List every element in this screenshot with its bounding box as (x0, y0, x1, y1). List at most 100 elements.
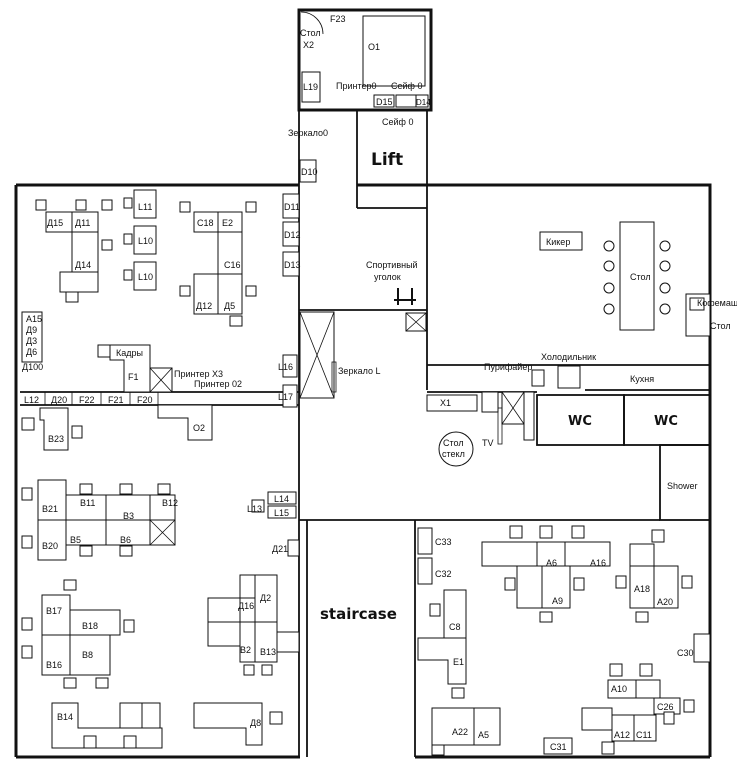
label-c11: C11 (636, 730, 652, 740)
b-cluster-middle: B21 B11 B12 B3 B20 B5 B6 L13 L14 L15 Д21 (21, 479, 300, 561)
label-b6: B6 (120, 535, 131, 545)
label-b20: B20 (42, 541, 58, 551)
label-lift: Lift (371, 150, 403, 170)
label-l12: L12 (24, 395, 39, 405)
label-d11: D11 (284, 202, 300, 212)
label-staircase: staircase (320, 605, 397, 623)
label-coffee-table: Стол (710, 321, 731, 331)
label-l10a: L10 (138, 236, 153, 246)
label-c8: C8 (449, 622, 461, 632)
label-d10: D10 (301, 167, 318, 177)
label-b5: B5 (70, 535, 81, 545)
desk-d10 (299, 159, 317, 183)
label-e2: E2 (222, 218, 233, 228)
label-d100-cyr: Д100 (22, 362, 43, 372)
label-b13: B13 (260, 647, 276, 657)
label-a9: A9 (552, 596, 563, 606)
label-a6: A6 (546, 558, 557, 568)
label-d15: D15 (376, 97, 393, 107)
label-tv: TV (482, 438, 494, 448)
label-l14: L14 (274, 494, 289, 504)
label-table-x2-2: X2 (303, 40, 314, 50)
label-f22: F22 (79, 395, 95, 405)
corridor-row: L12 Д20 F22 F21 F20 O2 B23 (21, 392, 213, 451)
label-b2: B2 (240, 645, 251, 655)
label-b21: B21 (42, 504, 58, 514)
label-o1: O1 (368, 42, 380, 52)
label-a12: A12 (614, 730, 630, 740)
label-f21: F21 (108, 395, 124, 405)
label-o2: O2 (193, 423, 205, 433)
label-a20: A20 (657, 597, 673, 607)
lift-block: F23 Стол X2 O1 L19 Принтер0 Сейф 0 D15 D… (288, 11, 431, 183)
label-d6-cyr: Д6 (26, 347, 37, 357)
label-d16-cyr: Д16 (238, 601, 254, 611)
label-c30: C30 (677, 648, 694, 658)
label-a15: A15 (26, 314, 42, 324)
label-b3: B3 (123, 511, 134, 521)
label-a18: A18 (634, 584, 650, 594)
label-c26: C26 (657, 702, 674, 712)
label-kitchen: Кухня (630, 374, 654, 384)
desk-d14 (415, 94, 429, 108)
label-kicker: Кикер (546, 237, 570, 247)
kitchen-area: Кикер Стол Кофемаш Стол Пурифайер Холоди… (484, 221, 737, 491)
label-d2-cyr: Д2 (260, 593, 271, 603)
walls (14, 8, 712, 759)
label-l15: L15 (274, 508, 289, 518)
label-b12: B12 (162, 498, 178, 508)
label-wc-2: WC (654, 414, 678, 429)
label-c31: C31 (550, 742, 567, 752)
label-c18: C18 (197, 218, 214, 228)
label-f1: F1 (128, 372, 139, 382)
label-table: Стол (630, 272, 651, 282)
label-x1: X1 (440, 398, 451, 408)
label-d3-cyr: Д3 (26, 336, 37, 346)
label-safe-top: Сейф 0 (391, 81, 422, 91)
label-c16: C16 (224, 260, 241, 270)
label-c33: C33 (435, 537, 452, 547)
desk-l19 (301, 71, 321, 103)
label-b11: B11 (80, 498, 95, 508)
label-b18: B18 (82, 621, 98, 631)
label-l19: L19 (303, 82, 318, 92)
label-d12: D12 (284, 230, 301, 240)
label-printer-02: Принтер 02 (194, 379, 242, 389)
label-shower: Shower (667, 481, 698, 491)
label-l13: L13 (247, 504, 262, 514)
label-d12-cyr: Д12 (196, 301, 212, 311)
label-b17: B17 (46, 606, 62, 616)
label-d21-cyr: Д21 (272, 544, 288, 554)
label-f20: F20 (137, 395, 153, 405)
middle-area: Зеркало L L16 L17 Спортивный уголок X1 T… (278, 260, 535, 467)
label-glass-table-1: Стол (443, 438, 464, 448)
label-printer-x3: Принтер X3 (174, 369, 223, 379)
label-d8-cyr: Д8 (250, 718, 261, 728)
desk-d15 (373, 94, 395, 108)
label-l17: L17 (278, 392, 293, 402)
label-d5-cyr: Д5 (224, 301, 235, 311)
label-d14-cyr: Д14 (75, 260, 91, 270)
label-table-x2-1: Стол (300, 28, 321, 38)
label-a10: A10 (611, 684, 627, 694)
label-a16: A16 (590, 558, 606, 568)
label-sport-2: уголок (374, 272, 401, 282)
label-l16: L16 (278, 362, 293, 372)
label-e1: E1 (453, 657, 464, 667)
label-d9-cyr: Д9 (26, 325, 37, 335)
label-purifier: Пурифайер (484, 362, 532, 372)
label-a22: A22 (452, 727, 468, 737)
label-b23: B23 (48, 434, 64, 444)
label-d15-cyr: Д15 (47, 218, 63, 228)
label-d11-cyr: Д11 (75, 218, 90, 228)
label-mirror-0: Зеркало0 (288, 128, 328, 138)
desk-o1 (362, 15, 426, 87)
label-glass-table-2: стекл (442, 449, 465, 459)
label-f23: F23 (330, 14, 346, 24)
top-left-office: Д15 Д11 Д14 L11 L10 L10 C18 E2 C16 Д12 Д… (21, 189, 301, 393)
label-printer-top: Принтер0 (336, 81, 377, 91)
safe-box (395, 94, 417, 108)
label-a5: A5 (478, 730, 489, 740)
lower-right-office: C33 C32 C8 E1 A6 A16 A9 A18 A20 C30 (417, 525, 711, 756)
